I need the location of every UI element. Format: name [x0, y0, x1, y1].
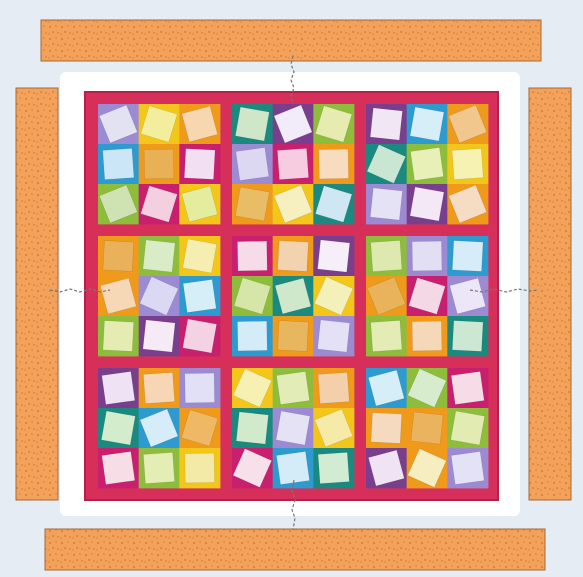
- tilted-square: [143, 452, 174, 483]
- tilted-square: [276, 451, 309, 484]
- tilted-square: [103, 321, 134, 352]
- tilted-square: [276, 371, 309, 404]
- quilt-block: [232, 236, 354, 356]
- tilted-square: [278, 321, 309, 352]
- quilt-blocks: [98, 104, 488, 488]
- quilt-block: [98, 236, 220, 356]
- bottom-border-strip: [45, 529, 545, 570]
- tilted-square: [412, 321, 442, 351]
- tilted-square: [370, 108, 402, 140]
- tilted-square: [101, 411, 135, 445]
- tilted-square: [183, 239, 217, 273]
- tilted-square: [143, 320, 175, 352]
- tilted-square: [235, 187, 269, 221]
- tilted-square: [451, 371, 484, 404]
- tilted-square: [237, 241, 267, 271]
- tilted-square: [144, 149, 174, 179]
- tilted-square: [318, 320, 350, 352]
- tilted-square: [410, 147, 443, 180]
- tilted-square: [410, 107, 444, 141]
- tilted-square: [102, 451, 135, 484]
- quilt-block: [98, 104, 220, 224]
- tilted-square: [236, 412, 268, 444]
- tilted-square: [103, 148, 134, 179]
- tilted-square: [185, 373, 215, 403]
- tilted-square: [143, 372, 174, 403]
- quilt-block: [366, 104, 488, 224]
- tilted-square: [412, 241, 442, 271]
- top-border-strip: [41, 20, 541, 61]
- tilted-square: [276, 411, 310, 445]
- tilted-square: [184, 149, 215, 180]
- tilted-square: [451, 411, 485, 445]
- tilted-square: [371, 320, 402, 351]
- tilted-square: [143, 240, 175, 272]
- tilted-square: [319, 149, 349, 179]
- tilted-square: [452, 148, 483, 179]
- quilt-block: [232, 368, 354, 488]
- tilted-square: [371, 413, 402, 444]
- tilted-square: [102, 371, 135, 404]
- tilted-square: [183, 279, 216, 312]
- tilted-square: [278, 241, 309, 272]
- tilted-square: [370, 188, 402, 220]
- tilted-square: [236, 147, 269, 180]
- tilted-square: [183, 319, 217, 353]
- tilted-square: [318, 240, 350, 272]
- tilted-square: [371, 240, 402, 271]
- tilted-square: [452, 241, 483, 272]
- tilted-square: [277, 148, 308, 179]
- tilted-square: [451, 451, 484, 484]
- tilted-square: [410, 187, 444, 221]
- tilted-square: [235, 107, 269, 141]
- tilted-square: [185, 453, 215, 483]
- tilted-square: [318, 452, 349, 483]
- quilt-block: [98, 368, 220, 488]
- tilted-square: [411, 412, 443, 444]
- quilt-block: [366, 236, 488, 356]
- tilted-square: [318, 372, 349, 403]
- quilt-block: [366, 368, 488, 488]
- tilted-square: [237, 321, 267, 351]
- tilted-square: [103, 241, 134, 272]
- left-border-strip: [16, 88, 58, 500]
- quilt-block: [232, 104, 354, 224]
- right-border-strip: [529, 88, 571, 500]
- tilted-square: [452, 321, 483, 352]
